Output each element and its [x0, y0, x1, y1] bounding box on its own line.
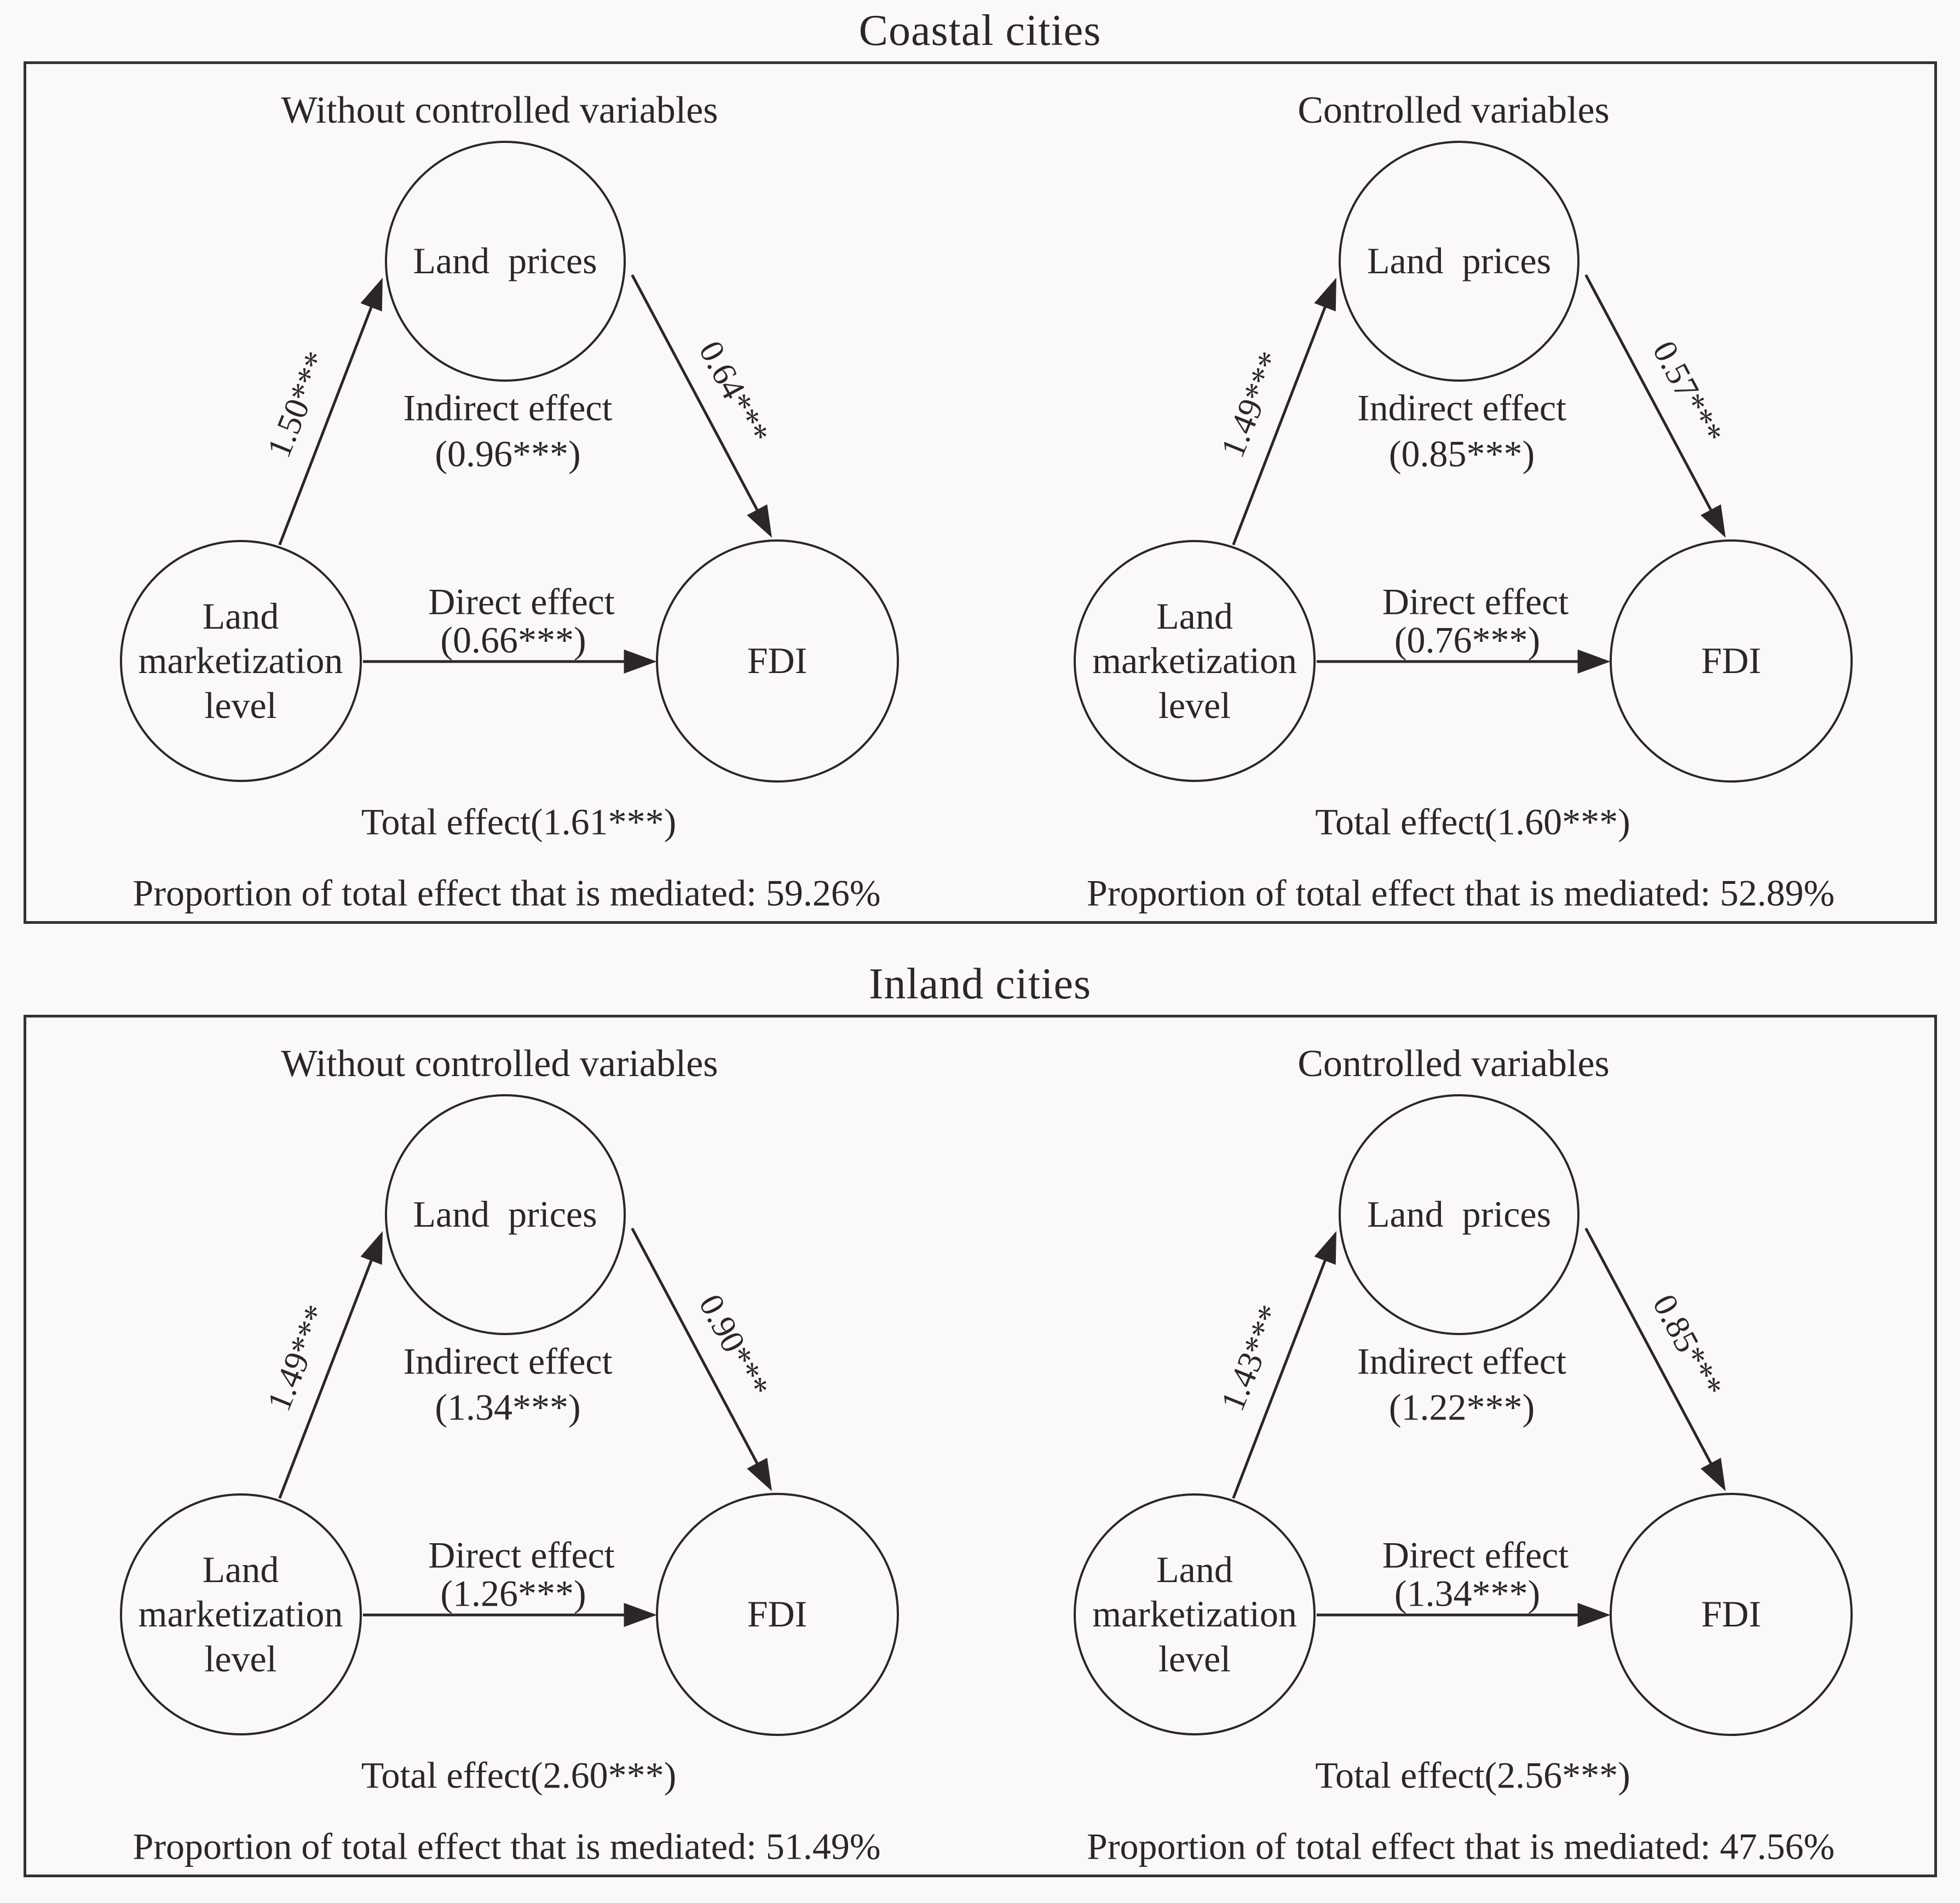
- path-a-arrowhead-icon: [360, 278, 383, 312]
- total-effect-text: Total effect(2.60***): [361, 1754, 677, 1796]
- dependent-label: FDI: [1701, 1593, 1761, 1635]
- direct-path-arrowhead-icon: [1577, 649, 1611, 674]
- mediator-label: Land prices: [413, 240, 597, 282]
- path-a-arrow-line: [278, 1259, 373, 1499]
- direct-path-arrowhead-icon: [624, 649, 657, 674]
- dependent-label: FDI: [747, 1593, 808, 1635]
- indirect-effect-value: (0.85***): [1388, 433, 1535, 475]
- mediated-proportion-text: Proportion of total effect that is media…: [1087, 1825, 1835, 1867]
- indirect-effect-label: Indirect effect: [403, 387, 613, 429]
- indirect-effect-value: (0.96***): [435, 433, 581, 475]
- mediation-diagram: Without controlled variables Land prices…: [26, 1017, 981, 1875]
- path-b-arrowhead-icon: [1700, 504, 1726, 538]
- dependent-label: FDI: [1701, 640, 1761, 682]
- path-a-arrowhead-icon: [1314, 278, 1336, 312]
- direct-effect-value: (1.34***): [1394, 1572, 1541, 1614]
- dependent-node: FDI: [655, 539, 899, 783]
- independent-label: Land marketization level: [138, 595, 343, 726]
- independent-label: Land marketization level: [1092, 595, 1297, 726]
- direct-path-arrowhead-icon: [624, 1603, 657, 1627]
- path-arrows: [278, 1227, 772, 1627]
- indirect-effect-label: Indirect effect: [1357, 387, 1566, 429]
- path-b-arrow-line: [630, 1227, 759, 1465]
- path-b-arrowhead-icon: [746, 504, 772, 538]
- diagram-header: Without controlled variables: [281, 89, 718, 131]
- indirect-effect-value: (1.22***): [1388, 1386, 1535, 1428]
- independent-label: Land marketization level: [138, 1548, 343, 1680]
- path-b-arrow-line: [1584, 274, 1713, 512]
- path-b-arrow-line: [630, 274, 759, 512]
- path-b-arrowhead-icon: [746, 1458, 772, 1491]
- dependent-node: FDI: [655, 1493, 899, 1736]
- mediator-label: Land prices: [1367, 240, 1552, 282]
- path-a-arrowhead-icon: [360, 1231, 383, 1265]
- total-effect-text: Total effect(1.61***): [361, 801, 677, 843]
- independent-node: Land marketization level: [119, 540, 362, 782]
- diagram-header: Controlled variables: [1298, 1043, 1610, 1085]
- direct-effect-label: Direct effect: [428, 580, 615, 623]
- mediator-label: Land prices: [413, 1193, 597, 1235]
- independent-node: Land marketization level: [1074, 1493, 1316, 1735]
- dependent-label: FDI: [747, 640, 808, 682]
- direct-effect-value: (0.76***): [1394, 619, 1541, 661]
- mediated-proportion-text: Proportion of total effect that is media…: [1087, 872, 1835, 914]
- direct-path-arrowhead-icon: [1577, 1603, 1611, 1627]
- mediation-diagram: Controlled variables Land prices Land ma…: [980, 64, 1934, 921]
- path-a-arrowhead-icon: [1314, 1231, 1336, 1265]
- mediator-node: Land prices: [1339, 141, 1579, 382]
- indirect-effect-label: Indirect effect: [403, 1340, 613, 1382]
- diagram-coastal-controlled: Controlled variables Land prices Land ma…: [980, 64, 1934, 921]
- path-arrows: [1232, 274, 1726, 674]
- mediator-node: Land prices: [384, 141, 626, 382]
- diagram-coastal-uncontrolled: Without controlled variables Land prices…: [26, 64, 981, 921]
- panel-title-inland: Inland cities: [868, 959, 1092, 1008]
- direct-effect-value: (0.66***): [440, 619, 586, 661]
- total-effect-text: Total effect(2.56***): [1315, 1754, 1630, 1796]
- path-a-arrow-line: [278, 306, 373, 545]
- independent-node: Land marketization level: [1074, 540, 1316, 782]
- mediator-label: Land prices: [1367, 1193, 1552, 1235]
- path-a-arrow-line: [1232, 1259, 1327, 1499]
- mediated-proportion-text: Proportion of total effect that is media…: [132, 1825, 881, 1867]
- direct-effect-label: Direct effect: [1382, 580, 1569, 623]
- panel-inland: Without controlled variables Land prices…: [23, 1015, 1937, 1877]
- direct-effect-label: Direct effect: [428, 1534, 615, 1576]
- independent-label: Land marketization level: [1092, 1548, 1297, 1680]
- direct-effect-value: (1.26***): [440, 1572, 586, 1614]
- independent-node: Land marketization level: [119, 1493, 362, 1735]
- diagram-inland-controlled: Controlled variables Land prices Land ma…: [980, 1017, 1934, 1875]
- path-b-arrow-line: [1584, 1227, 1713, 1465]
- total-effect-text: Total effect(1.60***): [1315, 801, 1630, 843]
- panel-coastal: Without controlled variables Land prices…: [23, 61, 1937, 924]
- mediation-diagram: Without controlled variables Land prices…: [26, 64, 981, 921]
- dependent-node: FDI: [1610, 1493, 1853, 1736]
- path-a-arrow-line: [1232, 306, 1327, 545]
- direct-effect-label: Direct effect: [1382, 1534, 1569, 1576]
- diagram-header: Without controlled variables: [281, 1043, 718, 1085]
- indirect-effect-value: (1.34***): [435, 1386, 581, 1428]
- mediation-diagram: Controlled variables Land prices Land ma…: [980, 1017, 1934, 1875]
- diagram-inland-uncontrolled: Without controlled variables Land prices…: [26, 1017, 981, 1875]
- mediator-node: Land prices: [384, 1094, 626, 1335]
- mediated-proportion-text: Proportion of total effect that is media…: [132, 872, 881, 914]
- mediator-node: Land prices: [1339, 1094, 1579, 1335]
- path-arrows: [278, 274, 772, 674]
- diagram-header: Controlled variables: [1298, 89, 1610, 131]
- path-arrows: [1232, 1227, 1726, 1627]
- dependent-node: FDI: [1610, 539, 1853, 783]
- path-b-arrowhead-icon: [1700, 1458, 1726, 1491]
- indirect-effect-label: Indirect effect: [1357, 1340, 1566, 1382]
- panel-title-coastal: Coastal cities: [858, 6, 1102, 55]
